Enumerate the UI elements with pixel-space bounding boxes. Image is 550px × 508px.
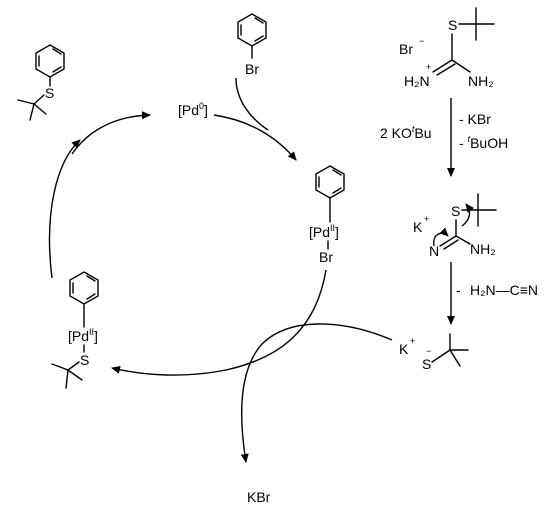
minus-tbuoh-prefix: - xyxy=(459,135,468,151)
arrow-aryl-bromide-in xyxy=(235,77,269,131)
pd0-bracket: ] xyxy=(204,102,208,118)
svg-text:2 KOtBu: 2 KOtBu xyxy=(380,124,432,141)
product-benzene-ring xyxy=(35,44,65,78)
arrow-kbr-out xyxy=(240,343,263,463)
product-thioether: S xyxy=(17,44,65,121)
pd0-catalyst: [Pd0] xyxy=(178,101,208,118)
potassium-charge-2: + xyxy=(410,336,415,346)
bromide-charge: − xyxy=(419,36,424,46)
svg-text:[Pd0]: [Pd0] xyxy=(178,101,208,118)
arrow-oxidative-addition xyxy=(213,114,297,161)
pdii-s-oxidation-state: II xyxy=(89,327,94,337)
base-label: 2 KO xyxy=(380,125,412,141)
arrow-ligand-exchange xyxy=(111,269,327,376)
svg-text:[PdII]: [PdII] xyxy=(309,223,339,240)
electron-push-arrow-1 xyxy=(433,227,449,247)
pdii-s-label: [Pd xyxy=(68,328,89,344)
intermediate-nh2-label: NH₂ xyxy=(470,241,496,257)
iminium-h2n-label: H₂N xyxy=(404,73,430,89)
isothiouronium-sulfur-label: S xyxy=(448,17,457,33)
cyanamide-label: H₂N—C≡N xyxy=(470,282,538,298)
thiolate-pd-complex: [PdII] S xyxy=(51,271,99,389)
electron-push-arrow-2 xyxy=(461,203,474,227)
kbr-byproduct-label: KBr xyxy=(247,489,271,505)
minus-kbr-label: - KBr xyxy=(459,111,491,127)
potassium-label-1: K xyxy=(413,219,423,235)
base-butyl: Bu xyxy=(414,125,431,141)
catalytic-cycle-arrows xyxy=(48,77,393,463)
bromide-anion-label: Br xyxy=(399,41,413,57)
oxidative-addition-complex: [PdII] Br xyxy=(309,165,345,265)
arrow-catalyst-return xyxy=(71,111,151,155)
arrow-reductive-elimination xyxy=(48,139,81,279)
pdii-br-oxidation-state: II xyxy=(330,223,335,233)
thiolate-charge: − xyxy=(426,346,431,356)
svg-text:[PdII]: [PdII] xyxy=(68,327,98,344)
potassium-tert-butylthiolate: K + S − xyxy=(399,333,469,372)
potassium-charge-1: + xyxy=(424,214,429,224)
pdii-br-label: [Pd xyxy=(309,224,330,240)
minus-tbuoh-tert: t xyxy=(468,134,471,144)
isothiouronium-bromide: Br − S H₂N + NH₂ xyxy=(399,7,495,89)
aryl-bromide: Br xyxy=(237,13,267,77)
elimination-minus: - xyxy=(456,282,461,298)
svg-text:- tBuOH: - tBuOH xyxy=(459,134,508,151)
pdii-sulfur-label: S xyxy=(80,352,89,368)
pd0-oxidation-state: 0 xyxy=(199,101,204,111)
intermediate-nitrogen-label: N xyxy=(429,243,439,259)
arrow-thiolate-in xyxy=(261,323,393,345)
product-sulfur-label: S xyxy=(45,85,54,101)
aryl-bromide-br-label: Br xyxy=(245,61,259,77)
thiolate-sulfur-label: S xyxy=(422,356,431,372)
base-tert: t xyxy=(412,124,415,134)
minus-tbuoh-label: BuOH xyxy=(470,135,508,151)
pdii-s-bracket: ] xyxy=(94,328,98,344)
isothiouronium-nh2-label: NH₂ xyxy=(468,73,494,89)
iminium-charge: + xyxy=(426,62,431,72)
intermediate-sulfur-label: S xyxy=(451,203,460,219)
pdii-bromide-label: Br xyxy=(319,249,333,265)
potassium-isothiourea-intermediate: K + S N NH₂ xyxy=(413,193,497,259)
pd0-label: [Pd xyxy=(178,102,199,118)
potassium-label-2: K xyxy=(399,341,409,357)
pdii-br-bracket: ] xyxy=(335,224,339,240)
